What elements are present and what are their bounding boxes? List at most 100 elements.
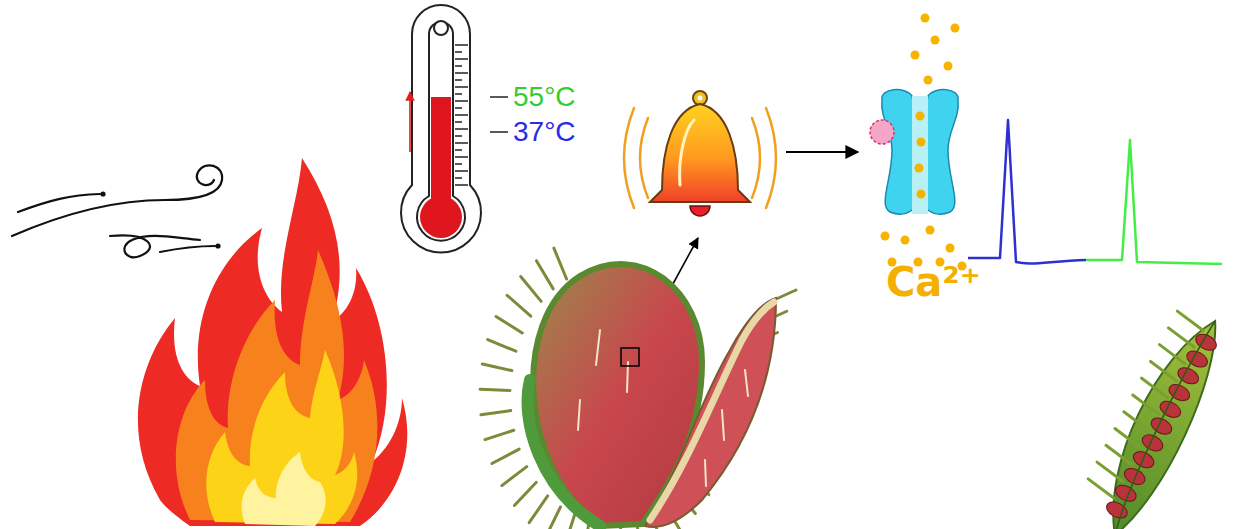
- open-flytrap-part-part: [492, 449, 519, 463]
- open-flytrap-part-part: [722, 410, 724, 440]
- open-flytrap-part-part: [745, 370, 748, 396]
- open-flytrap-part: [480, 248, 796, 529]
- thermometer-part: [409, 92, 411, 152]
- thermometer-part-part: [455, 149, 462, 151]
- thermometer-part: [455, 45, 468, 185]
- thermometer-part-part: [455, 156, 468, 158]
- thermometer-part-part: [455, 65, 462, 67]
- thermometer-part-part: [455, 142, 468, 144]
- thermometer-part: [417, 22, 465, 241]
- closed-flytrap-part-part: [1139, 378, 1170, 397]
- thermometer-part-part: [455, 86, 468, 88]
- ion-channel-part: [912, 96, 928, 214]
- open-flytrap-part-part: [480, 389, 510, 390]
- thermometer-part: [434, 21, 448, 35]
- open-flytrap-part-part: [488, 340, 516, 352]
- closed-flytrap-part: [1083, 310, 1239, 529]
- wind-swirl-part: [18, 194, 100, 212]
- thermometer-part-part: [455, 51, 462, 53]
- ion-channel-part-part: [926, 226, 935, 235]
- open-flytrap-part-part: [481, 411, 511, 415]
- wind-swirl-part: [110, 235, 200, 257]
- open-flytrap-part-part: [564, 515, 574, 529]
- open-flytrap-part-part: [554, 248, 567, 279]
- fire-icon-part: [242, 452, 326, 526]
- closed-flytrap-part-part: [1140, 432, 1166, 455]
- ion-label: Ca²⁺: [886, 262, 981, 302]
- ion-channel-part-part: [881, 232, 890, 241]
- thermometer-part: [490, 96, 508, 98]
- open-flytrap-part: [621, 348, 639, 366]
- ion-channel-part-part: [911, 51, 920, 60]
- open-flytrap-part-part: [546, 507, 561, 529]
- ion-channel-part: [915, 112, 926, 199]
- ion-channel-part-part: [915, 164, 924, 173]
- closed-flytrap-part-part: [1166, 328, 1197, 347]
- temperature-label: 37°C: [513, 118, 576, 146]
- thermometer-part-part: [455, 44, 468, 46]
- closed-flytrap-part-part: [1157, 345, 1188, 364]
- open-flytrap-part: [650, 302, 774, 520]
- ion-channel-part-part: [921, 14, 930, 23]
- alarm-bell-part: [680, 120, 694, 185]
- thermometer-part-part: [455, 107, 462, 109]
- alarm-bell-part-part: [624, 108, 634, 208]
- wind-swirl-part: [12, 165, 222, 236]
- ion-channel-part-part: [951, 24, 960, 33]
- alarm-bell: [624, 91, 776, 216]
- open-flytrap-part-part: [596, 330, 600, 365]
- open-flytrap-part: [645, 298, 776, 527]
- thermometer-part-part: [455, 100, 468, 102]
- alarm-bell-part: [693, 91, 707, 105]
- ion-channel-part: [881, 14, 967, 271]
- thermometer-part-part: [455, 135, 462, 137]
- thermometer-part-part: [455, 114, 468, 116]
- fire-icon-part: [138, 158, 407, 526]
- thermometer-part-part: [455, 170, 468, 172]
- open-flytrap-part-part: [521, 277, 541, 302]
- alarm-bell-part-part: [752, 118, 760, 198]
- closed-flytrap-part-part: [1130, 395, 1161, 414]
- closed-flytrap-part-part: [1095, 462, 1126, 481]
- thermometer-part: [490, 131, 508, 133]
- open-flytrap-part: [528, 380, 600, 526]
- open-flytrap-part-part: [507, 295, 531, 316]
- open-flytrap-part-part: [529, 496, 547, 523]
- ion-channel: [870, 14, 967, 271]
- wind-swirl: [12, 165, 222, 257]
- thermometer-part: [401, 5, 481, 253]
- ion-channel-part-part: [916, 112, 925, 121]
- thermometer-part-part: [455, 128, 468, 130]
- open-flytrap: [480, 248, 796, 529]
- open-flytrap-part-part: [502, 467, 527, 486]
- open-flytrap-part-part: [774, 290, 796, 300]
- alarm-bell-part: [698, 96, 703, 101]
- ion-channel-part-part: [917, 138, 926, 147]
- thermometer-part-part: [455, 184, 468, 186]
- thermometer-part-part: [455, 58, 468, 60]
- signal-arrow: [786, 151, 858, 153]
- thermometer-part-part: [455, 93, 462, 95]
- closed-flytrap-part: [1078, 311, 1222, 521]
- closed-flytrap-part-part: [1175, 311, 1206, 330]
- ion-channel-part-part: [924, 76, 933, 85]
- open-flytrap-part-part: [705, 460, 706, 486]
- wind-swirl-part: [217, 245, 220, 248]
- open-flytrap-part-part: [578, 400, 580, 430]
- alarm-bell-part: [650, 104, 750, 202]
- thermometer-part: [431, 97, 451, 207]
- closed-flytrap-part-part: [1104, 445, 1135, 464]
- thermometer-part-part: [455, 72, 468, 74]
- thermometer-part-part: [455, 79, 462, 81]
- action-potential-trace: [968, 120, 1222, 264]
- open-flytrap-part-part: [485, 430, 514, 439]
- thermometer: [401, 5, 508, 253]
- thermometer-part-part: [455, 163, 462, 165]
- ion-channel-part: [870, 120, 894, 144]
- ion-channel-part-part: [946, 244, 955, 253]
- open-flytrap-part: [578, 330, 748, 486]
- wind-swirl-part: [160, 246, 215, 252]
- ion-channel-part-part: [931, 36, 940, 45]
